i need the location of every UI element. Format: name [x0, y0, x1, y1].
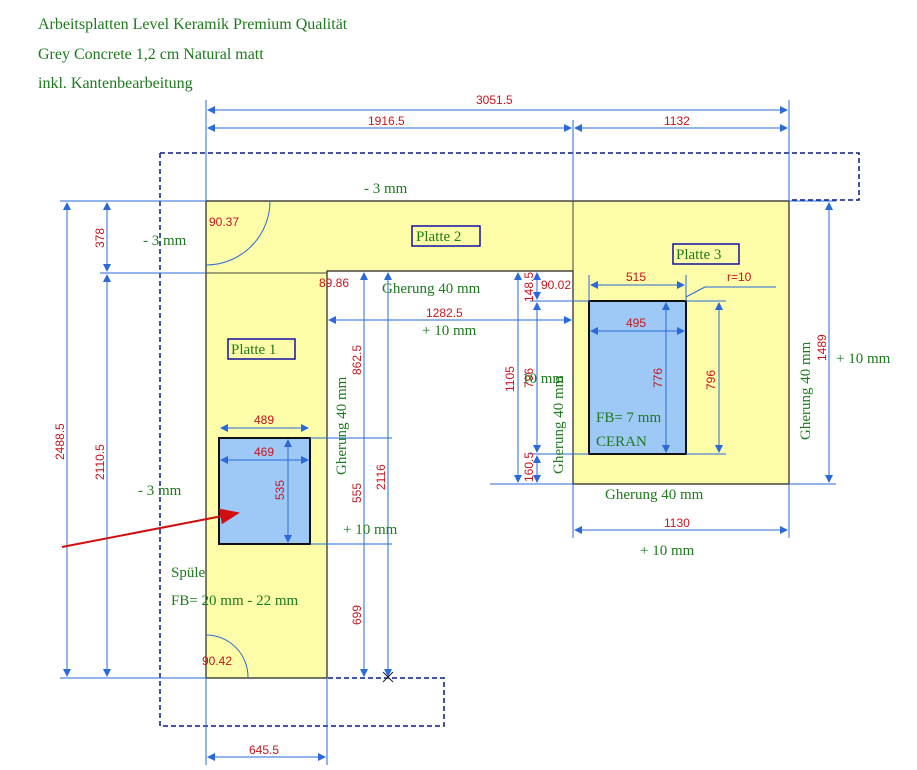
note-plus10-sink: + 10 mm	[343, 522, 398, 538]
title-line-3: inkl. Kantenbearbeitung	[38, 75, 193, 92]
dimension-lines	[60, 100, 836, 765]
dim-645-5: 645.5	[249, 743, 279, 757]
outline-dashed	[159, 152, 860, 727]
angle-arc-top-left	[205, 200, 271, 266]
platte-3-label: Platte 3	[676, 247, 721, 263]
dim-535: 535	[273, 480, 287, 500]
dim-2110-5: 2110.5	[93, 444, 107, 480]
note-gehrung-vert-1: Gherung 40 mm	[334, 376, 350, 475]
note-gehrung-top: Gherung 40 mm	[382, 281, 481, 297]
platte-3-box	[672, 243, 740, 265]
dim-489: 489	[254, 413, 274, 427]
note-gehrung-right: Gherung 40 mm	[798, 341, 814, 440]
angle-89-86: 89.86	[319, 276, 349, 290]
dim-796-left: 796	[522, 368, 536, 388]
dim-160-5: 160.5	[522, 452, 536, 482]
dim-796-right: 796	[704, 370, 718, 390]
platte-1-box	[227, 338, 296, 360]
note-plus10-bottom: + 10 mm	[640, 543, 695, 559]
dim-2116: 2116	[374, 464, 388, 490]
dim-515: 515	[626, 270, 646, 284]
dim-1105: 1105	[503, 366, 517, 392]
note-minus3-left-top: - 3 mm	[143, 233, 187, 249]
note-fb7: FB= 7 mm	[596, 410, 661, 426]
dim-1282-5: 1282.5	[426, 306, 463, 320]
dim-555: 555	[350, 483, 364, 503]
dim-862-5: 862.5	[350, 345, 364, 375]
platte-1-label: Platte 1	[231, 342, 276, 358]
angle-90-02: 90.02	[541, 278, 571, 292]
dim-3051-5: 3051.5	[476, 93, 513, 107]
note-fb20: FB= 20 mm - 22 mm	[171, 593, 299, 609]
angle-90-37: 90.37	[209, 215, 239, 229]
radius-r10: r=10	[727, 270, 752, 284]
angle-90-42: 90.42	[202, 654, 232, 668]
dim-1489: 1489	[815, 334, 829, 361]
platte-2-label: Platte 2	[416, 229, 461, 245]
note-minus3-top: - 3 mm	[364, 181, 408, 197]
dim-148-5: 148.5	[522, 272, 536, 302]
note-plus10-right: + 10 mm	[836, 351, 891, 367]
title-line-2: Grey Concrete 1,2 cm Natural matt	[38, 46, 264, 63]
platte-2-box	[411, 225, 481, 247]
note-spuele: Spüle	[171, 565, 206, 581]
dim-699: 699	[350, 605, 364, 625]
dim-2488-5: 2488.5	[53, 423, 67, 460]
dim-378: 378	[93, 228, 107, 248]
title-line-1: Arbeitsplatten Level Keramik Premium Qua…	[38, 16, 348, 33]
dim-1132: 1132	[664, 114, 690, 128]
sink-pointer-arrow	[61, 508, 240, 548]
sink-cutout	[218, 437, 311, 545]
dim-1130: 1130	[664, 516, 690, 530]
dim-1916-5: 1916.5	[368, 114, 405, 128]
dim-469: 469	[254, 445, 274, 459]
note-10mm: 10 mm	[522, 371, 564, 387]
note-minus3-left-mid: - 3 mm	[138, 483, 182, 499]
note-gehrung-bottom: Gherung 40 mm	[605, 487, 704, 503]
dim-776: 776	[651, 368, 665, 388]
note-ceran: CERAN	[596, 434, 647, 450]
note-gehrung-vert-2: Gherung 40 mm	[551, 375, 567, 474]
angle-arc-bottom-left	[205, 634, 249, 678]
dim-495: 495	[626, 316, 646, 330]
corner-marker-icon	[382, 671, 394, 683]
note-plus10-mid: + 10 mm	[422, 323, 477, 339]
